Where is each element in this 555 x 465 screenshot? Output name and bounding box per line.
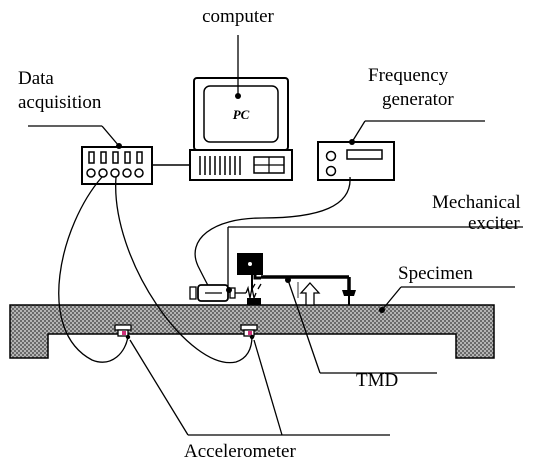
generator-to-exciter-cable bbox=[194, 176, 351, 293]
case-vents bbox=[199, 156, 241, 175]
label-computer: computer bbox=[202, 6, 274, 27]
label-mechanical-line1: Mechanical bbox=[432, 192, 521, 213]
accelerometer-right bbox=[240, 324, 258, 340]
computer-monitor: PC bbox=[193, 77, 289, 151]
data-acquisition-unit bbox=[81, 146, 153, 185]
accelerometer-cables bbox=[58, 176, 253, 364]
leader-dots bbox=[116, 93, 385, 313]
accelerometer-left bbox=[114, 324, 132, 340]
label-data-line1: Data bbox=[18, 68, 54, 89]
label-frequency-line1: Frequency bbox=[368, 65, 449, 86]
leader-lines bbox=[28, 35, 523, 436]
mechanical-exciter bbox=[189, 283, 262, 305]
frequency-generator-unit bbox=[317, 141, 395, 181]
label-accelerometer: Accelerometer bbox=[184, 441, 296, 462]
label-specimen: Specimen bbox=[398, 263, 473, 284]
tuned-mass-damper bbox=[237, 253, 356, 306]
label-acquisition-line2: acquisition bbox=[18, 92, 102, 113]
label-generator-line2: generator bbox=[382, 89, 454, 110]
computer-case bbox=[189, 149, 293, 181]
pc-screen-label: PC bbox=[233, 107, 250, 122]
label-exciter-line2: exciter bbox=[468, 213, 520, 234]
label-tmd: TMD bbox=[356, 370, 398, 391]
